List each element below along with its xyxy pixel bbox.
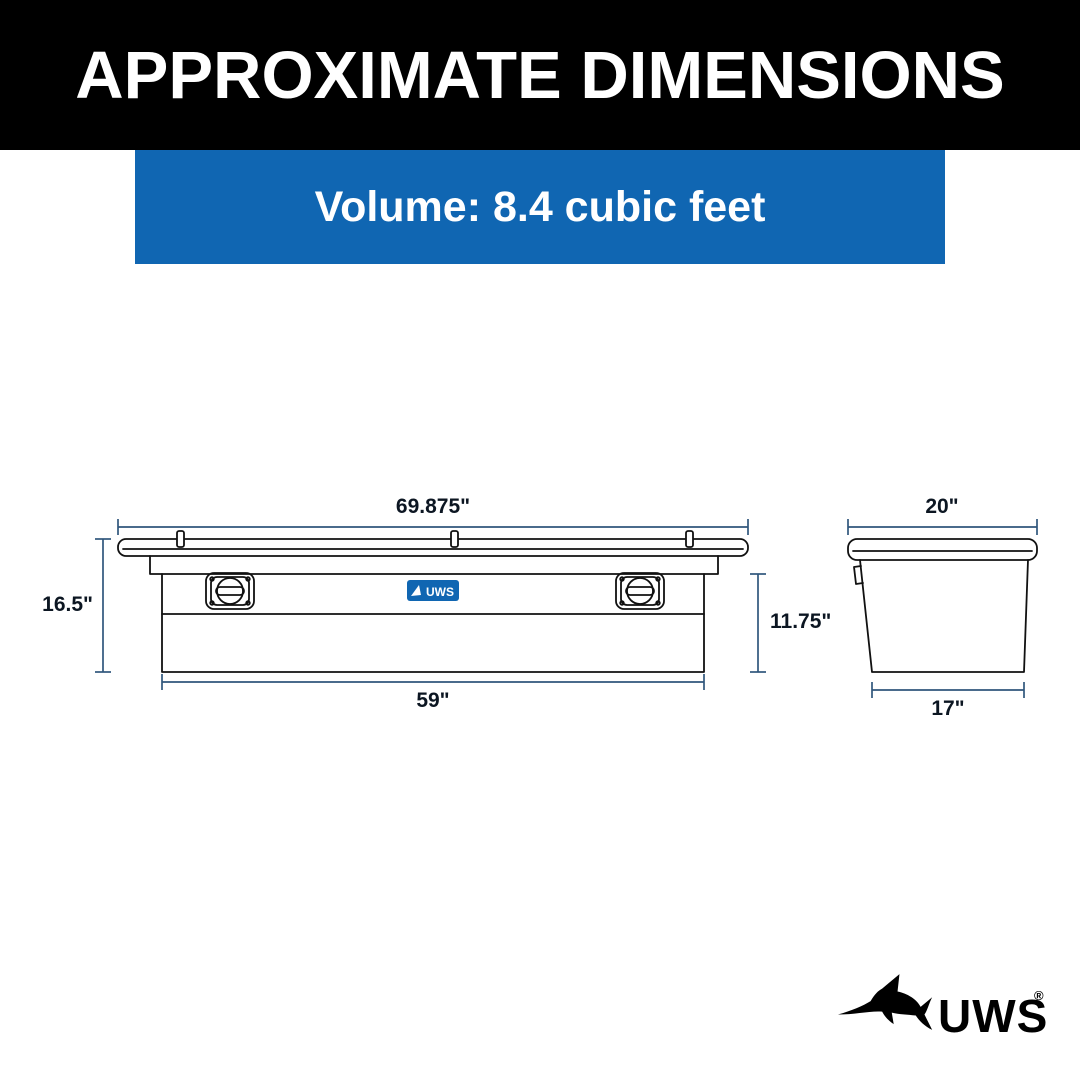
front-top-width-label: 69.875" [396,495,470,518]
side-top-width-label: 20" [925,495,958,518]
page-title: APPROXIMATE DIMENSIONS [75,37,1005,113]
box-brand-badge: UWS [407,580,459,601]
registered-mark: ® [1034,988,1044,1003]
side-view-drawing [847,538,1038,673]
volume-banner: Volume: 8.4 cubic feet [135,150,945,264]
hinge-pin-icons [176,530,694,548]
front-left-height-label: 16.5" [42,593,93,616]
box-brand-label: UWS [426,585,454,599]
left-latch-icon [205,572,255,610]
header-banner: APPROXIMATE DIMENSIONS [0,0,1080,150]
side-bottom-width-label: 17" [931,697,964,720]
front-view-drawing [117,530,749,673]
dimension-lines [95,519,1038,698]
volume-text: Volume: 8.4 cubic feet [314,182,766,231]
right-latch-icon [615,572,665,610]
marlin-icon [837,974,933,1030]
badge-fish-icon [411,585,421,596]
front-bottom-width-label: 59" [416,689,449,712]
front-right-height-label: 11.75" [770,610,831,633]
footer-brand-logo: UWS ® [837,974,1048,1042]
footer-brand-text: UWS [938,990,1048,1042]
